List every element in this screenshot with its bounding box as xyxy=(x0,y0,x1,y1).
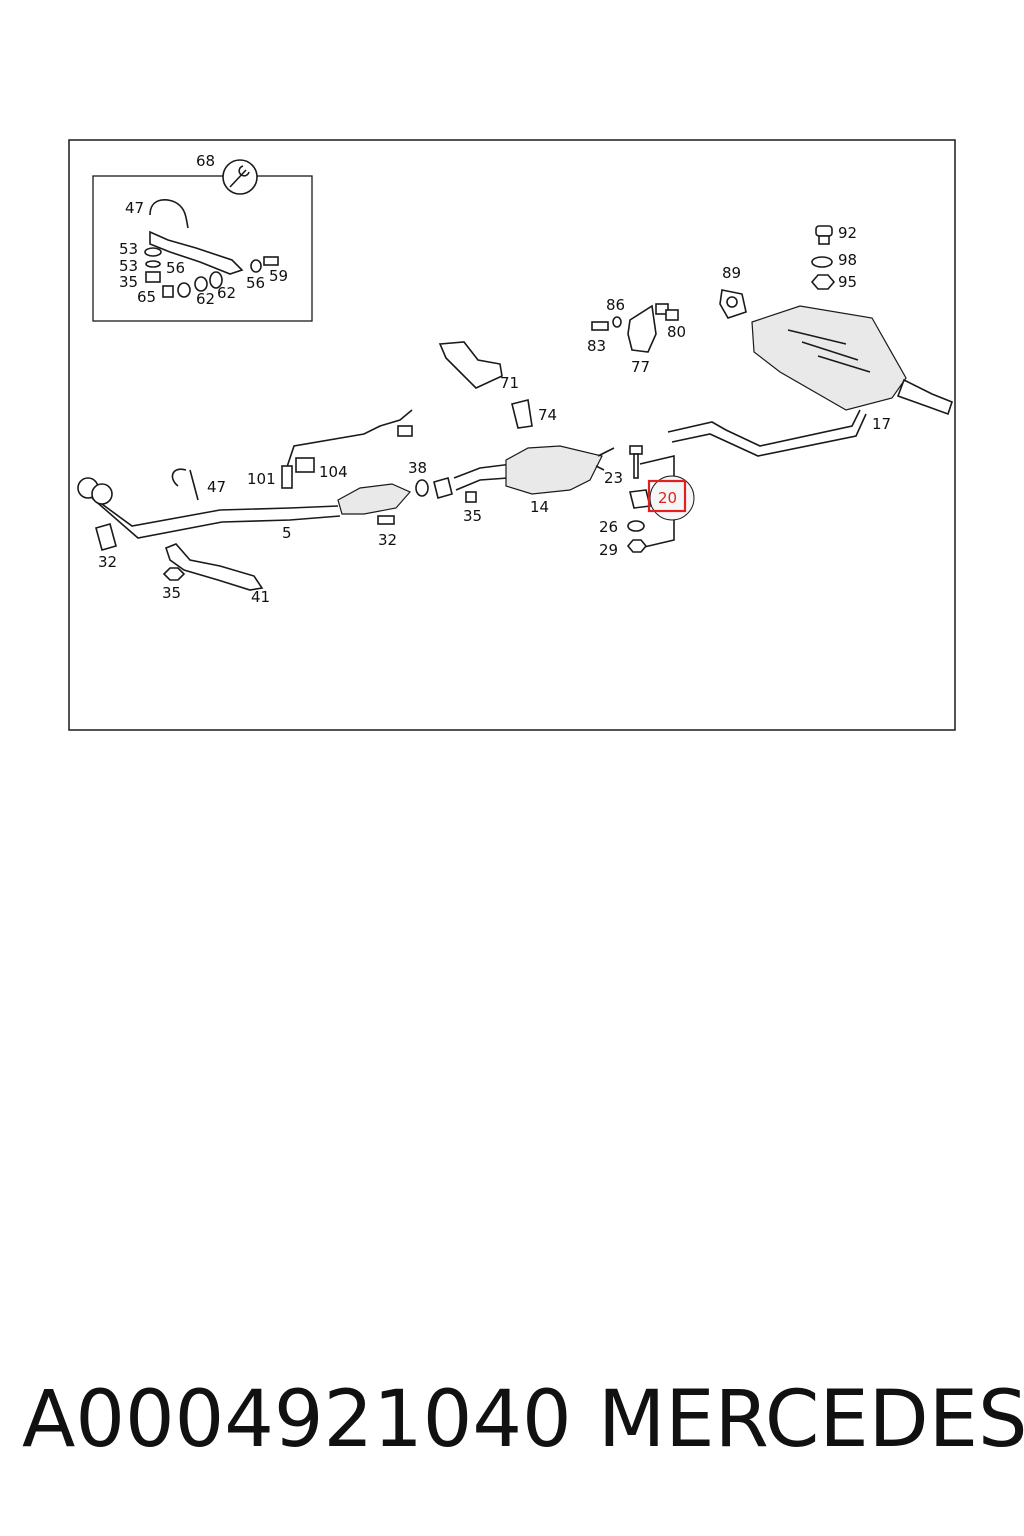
catalytic-converter xyxy=(337,483,411,515)
brand-name: MERCEDES xyxy=(598,1375,1024,1465)
part-label: 35 xyxy=(162,584,181,602)
part-label: 47 xyxy=(125,199,144,217)
part-label: 95 xyxy=(838,273,857,291)
rear-pipe xyxy=(667,409,861,447)
part-label: 56 xyxy=(246,274,265,292)
part-label: 104 xyxy=(319,463,348,481)
center-muffler xyxy=(171,445,615,503)
part-label: 53 xyxy=(119,257,138,275)
part-label: 41 xyxy=(251,588,270,606)
footer-caption: A0004921040 MERCEDES xyxy=(0,1370,1024,1470)
part-label: 89 xyxy=(722,264,741,282)
part-label: 80 xyxy=(667,323,686,341)
part-label: 29 xyxy=(599,541,618,559)
part-label: 23 xyxy=(604,469,623,487)
part-label: 32 xyxy=(98,553,117,571)
part-label: 47 xyxy=(207,478,226,496)
hanger-bracket xyxy=(165,543,264,591)
part-labels: 68 47 53 53 56 35 65 62 62 56 59 92 98 9… xyxy=(98,152,891,606)
part-label: 35 xyxy=(463,507,482,525)
front-pipe xyxy=(77,477,341,551)
part-label: 56 xyxy=(166,259,185,277)
part-label: 14 xyxy=(530,498,549,516)
diagram-frame xyxy=(68,139,956,731)
part-label: 5 xyxy=(282,524,292,542)
part-label: 53 xyxy=(119,240,138,258)
part-label: 74 xyxy=(538,406,557,424)
highlighted-part-label: 20 xyxy=(658,489,677,507)
part-label: 32 xyxy=(378,531,397,549)
clamp-group xyxy=(626,445,695,553)
oxygen-sensor xyxy=(281,409,413,489)
part-label: 17 xyxy=(872,415,891,433)
part-label: 83 xyxy=(587,337,606,355)
rear-muffler xyxy=(751,305,953,416)
part-label: 35 xyxy=(119,273,138,291)
exhaust-system-diagram: 68 47 53 53 56 35 65 62 62 56 59 92 98 9… xyxy=(68,139,956,731)
highlight-box xyxy=(647,479,687,513)
part-label: 68 xyxy=(196,152,215,170)
inset-kit-box xyxy=(92,159,313,322)
upper-mounts xyxy=(438,225,836,429)
part-label: 101 xyxy=(247,470,276,488)
part-label: 71 xyxy=(500,374,519,392)
part-label: 62 xyxy=(196,290,215,308)
part-label: 77 xyxy=(631,358,650,376)
part-label: 38 xyxy=(408,459,427,477)
part-number: A0004921040 xyxy=(22,1375,572,1465)
part-label: 26 xyxy=(599,518,618,536)
part-label: 59 xyxy=(269,267,288,285)
part-label: 65 xyxy=(137,288,156,306)
part-label: 98 xyxy=(838,251,857,269)
part-label: 92 xyxy=(838,224,857,242)
part-label: 86 xyxy=(606,296,625,314)
part-label: 62 xyxy=(217,284,236,302)
